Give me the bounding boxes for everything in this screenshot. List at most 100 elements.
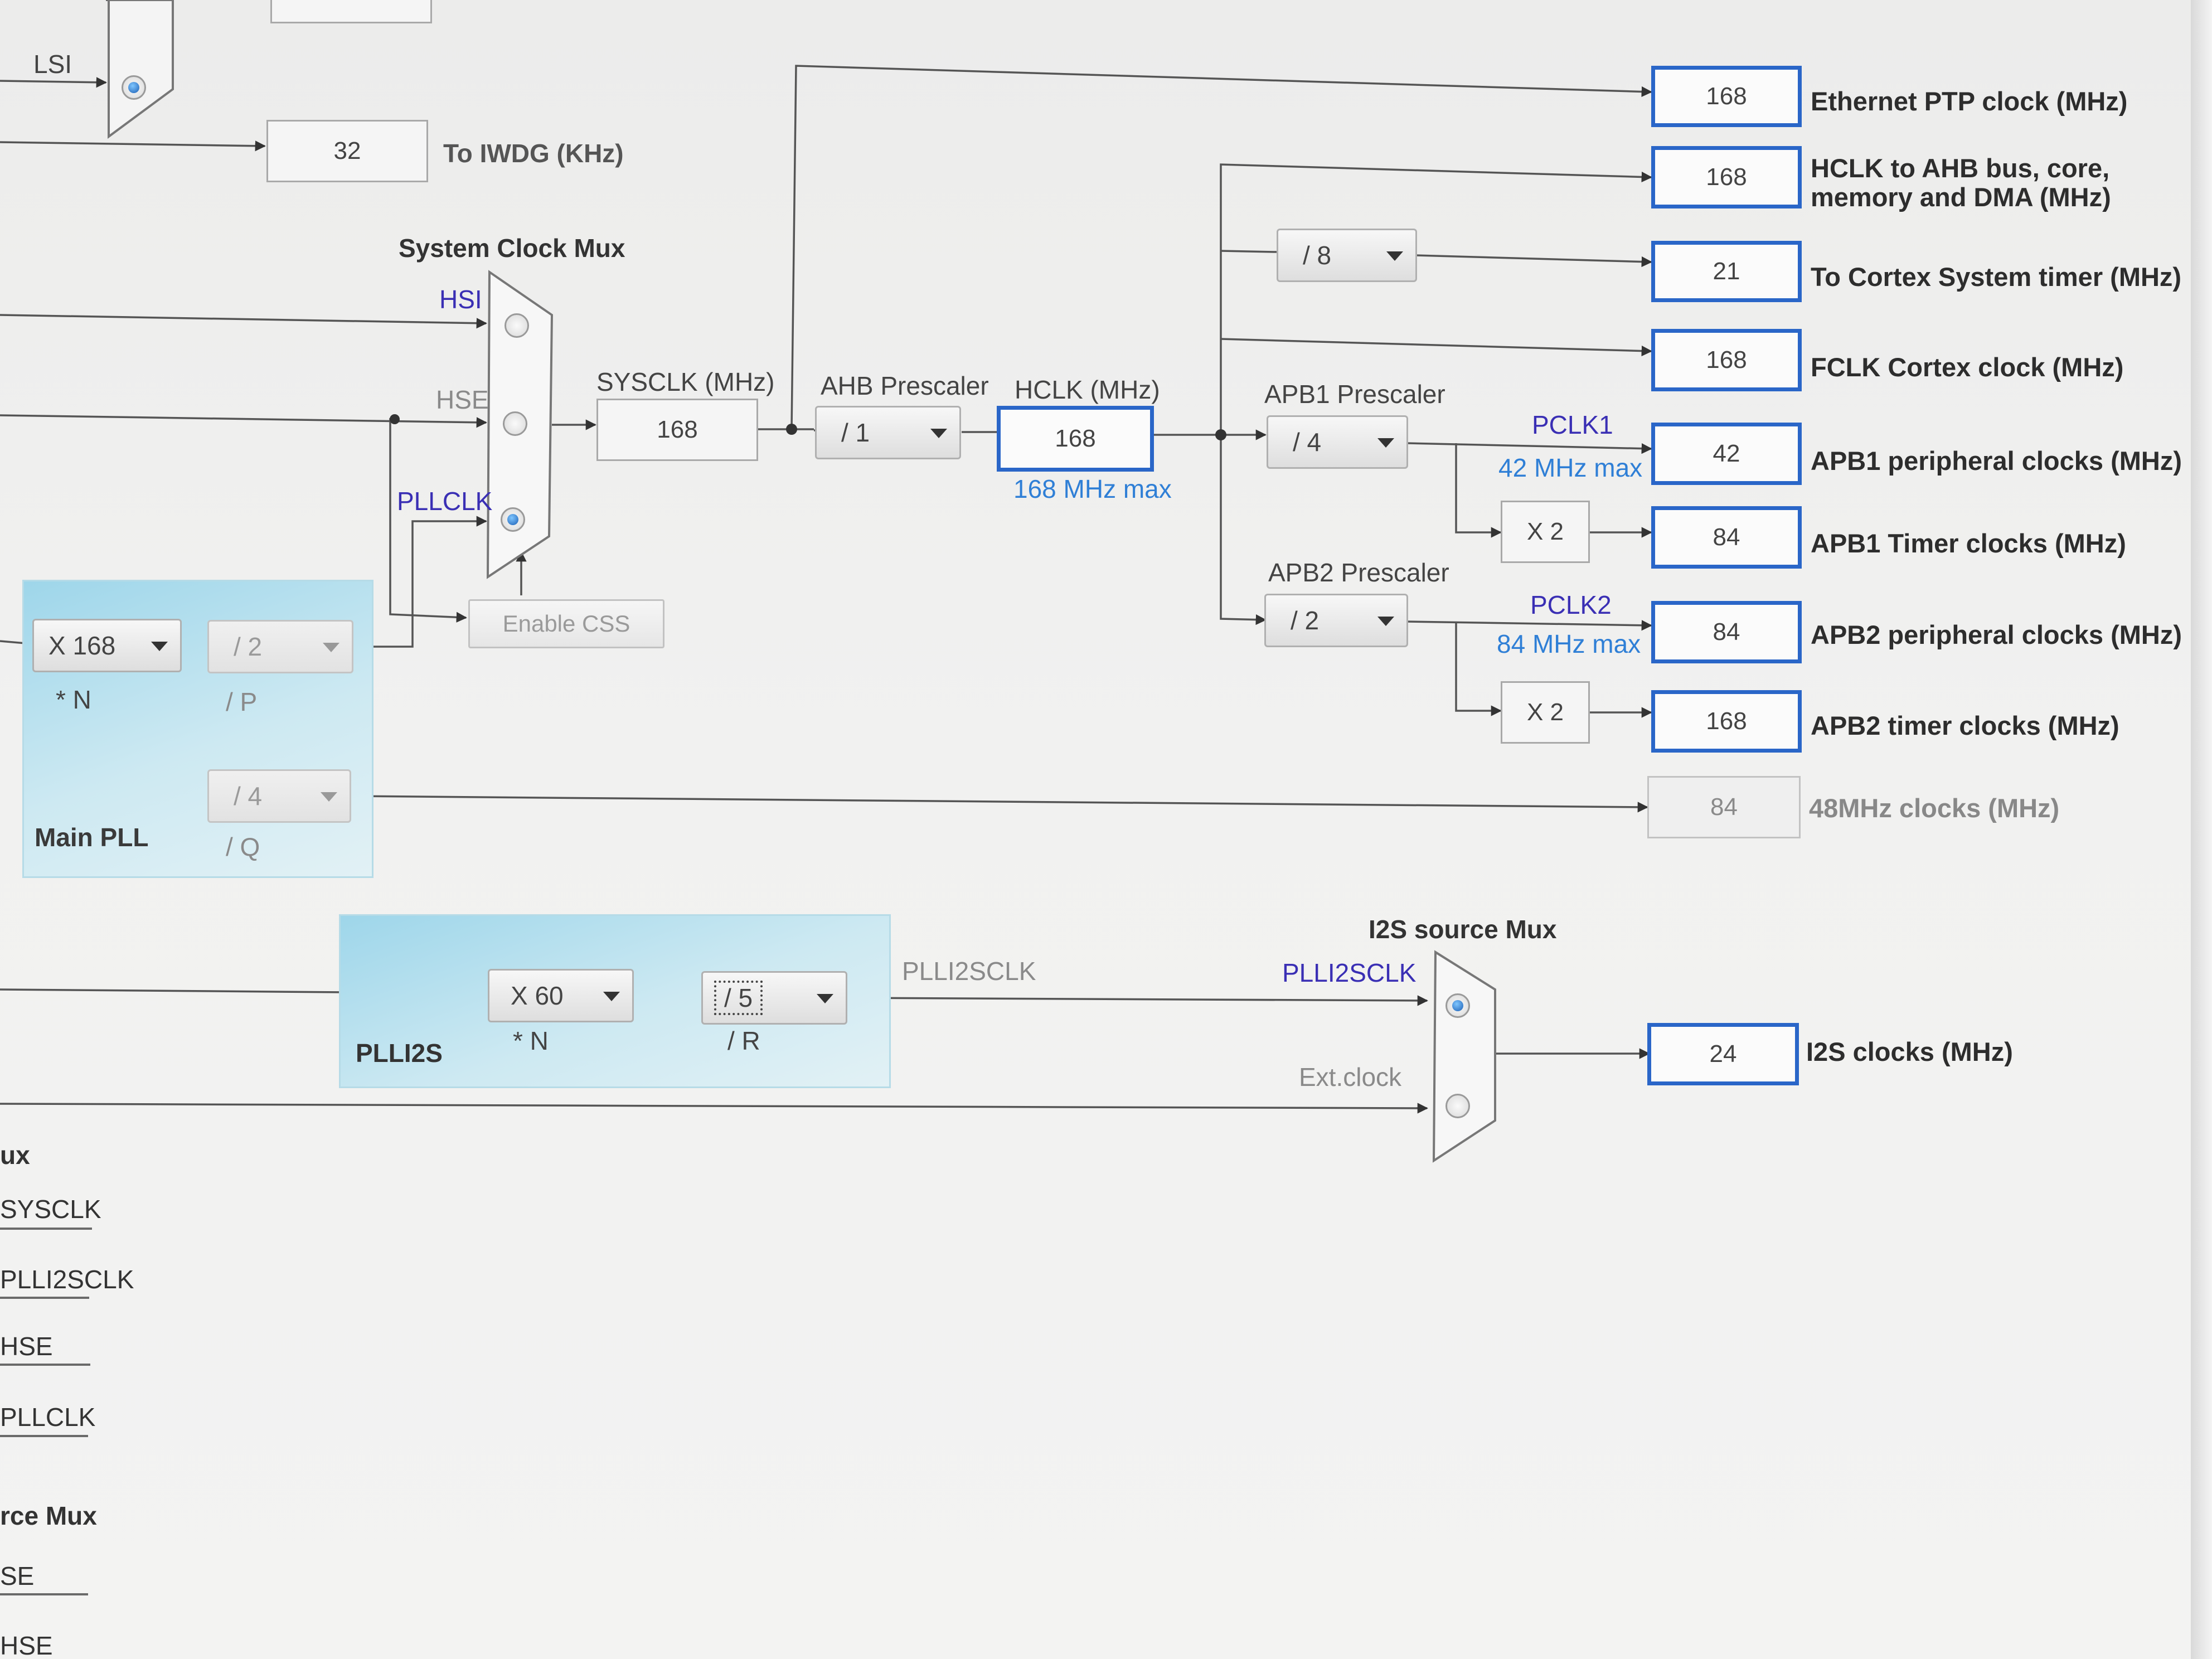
hclk-ahb-label-line2: memory and DMA (MHz)	[1811, 182, 2111, 212]
clk48-label: 48MHz clocks (MHz)	[1809, 793, 2060, 823]
sidebar-item-hse[interactable]: HSE	[0, 1332, 53, 1361]
sidebar-underline	[0, 1364, 90, 1366]
chevron-down-icon	[1377, 438, 1394, 448]
plli2s-n-dropdown[interactable]: X 60	[488, 969, 634, 1022]
pll-q-dropdown[interactable]: / 4	[207, 769, 351, 823]
sidebar-item-pllclk[interactable]: PLLCLK	[0, 1403, 96, 1432]
iwdg-value-box[interactable]: 32	[266, 120, 428, 182]
pll-q-value: / 4	[234, 782, 263, 811]
hclk-ahb-label: HCLK to AHB bus, core,	[1811, 153, 2110, 183]
ethernet-ptp-label: Ethernet PTP clock (MHz)	[1811, 86, 2128, 116]
sidebar-underline	[0, 1297, 89, 1299]
apb1-timer-value[interactable]: 84	[1651, 506, 1802, 569]
chevron-down-icon	[323, 643, 339, 652]
i2s-mux-ext-radio[interactable]	[1445, 1094, 1470, 1118]
enable-css-button[interactable]: Enable CSS	[468, 599, 664, 648]
apb1-timer-label: APB1 Timer clocks (MHz)	[1811, 528, 2126, 558]
apb2-max-label: 84 MHz max	[1497, 629, 1641, 658]
i2s-clock-label: I2S clocks (MHz)	[1806, 1037, 2013, 1066]
chevron-down-icon	[151, 642, 168, 651]
cortex-timer-label: To Cortex System timer (MHz)	[1811, 262, 2182, 292]
ahb-prescaler-label: AHB Prescaler	[821, 371, 989, 400]
lsi-radio[interactable]	[122, 75, 146, 100]
sidebar-item-hse-2[interactable]: HSE	[0, 1631, 53, 1659]
plli2s-r-value: / 5	[714, 981, 763, 1015]
sidebar-underline	[0, 1593, 88, 1595]
chevron-down-icon	[603, 992, 620, 1001]
hclk-ahb-value[interactable]: 168	[1651, 146, 1802, 208]
apb2-timer-value[interactable]: 168	[1651, 690, 1802, 753]
lsi-label: LSI	[33, 50, 72, 79]
sidebar-underline	[0, 1228, 92, 1230]
mux-pllclk-radio[interactable]	[501, 507, 525, 532]
i2s-mux-ext-label: Ext.clock	[1299, 1063, 1402, 1092]
window-right-edge	[2191, 0, 2212, 1659]
fclk-value[interactable]: 168	[1651, 329, 1802, 391]
apb2-peripheral-label: APB2 peripheral clocks (MHz)	[1811, 620, 2182, 649]
sidebar-item-plli2sclk[interactable]: PLLI2SCLK	[0, 1265, 134, 1294]
mux-hse-label: HSE	[436, 385, 489, 414]
fclk-label: FCLK Cortex clock (MHz)	[1811, 352, 2124, 382]
apb1-prescaler-dropdown[interactable]: / 4	[1267, 415, 1408, 469]
sidebar-source-mux-title: rce Mux	[0, 1501, 97, 1530]
chevron-down-icon	[1377, 617, 1394, 626]
mux-pllclk-label: PLLCLK	[397, 487, 493, 516]
sidebar-item-se[interactable]: SE	[0, 1561, 35, 1590]
sidebar-underline	[0, 1435, 88, 1437]
i2s-mux-plli2s-radio[interactable]	[1445, 993, 1470, 1018]
apb2-peripheral-value[interactable]: 84	[1651, 601, 1802, 663]
plli2sclk-wire-label: PLLI2SCLK	[902, 957, 1036, 986]
iwdg-label: To IWDG (KHz)	[443, 139, 624, 168]
apb2-prescaler-value: / 2	[1291, 606, 1320, 635]
i2s-mux-plli2sclk-label: PLLI2SCLK	[1282, 958, 1417, 987]
pll-p-value: / 2	[234, 632, 263, 661]
pll-n-label: * N	[56, 685, 91, 714]
hclk-value-box[interactable]: 168	[997, 406, 1154, 472]
plli2s-r-label: / R	[727, 1026, 760, 1055]
systick-divider-value: / 8	[1303, 241, 1332, 270]
sidebar-mux-title: ux	[0, 1141, 30, 1170]
pll-n-dropdown[interactable]: X 168	[32, 619, 182, 672]
pclk1-label: PCLK1	[1532, 410, 1613, 439]
clk48-value[interactable]: 84	[1647, 776, 1801, 838]
mux-hsi-radio[interactable]	[505, 313, 529, 338]
apb2-timer-multiplier: X 2	[1501, 681, 1590, 744]
apb2-prescaler-dropdown[interactable]: / 2	[1264, 594, 1408, 647]
ahb-prescaler-value: / 1	[841, 418, 870, 447]
mux-hse-radio[interactable]	[503, 411, 527, 436]
sysclk-label: SYSCLK (MHz)	[596, 367, 775, 396]
plli2s-n-label: * N	[513, 1026, 549, 1055]
apb1-prescaler-value: / 4	[1293, 428, 1322, 457]
main-pll-title: Main PLL	[35, 823, 149, 852]
apb1-prescaler-label: APB1 Prescaler	[1264, 380, 1445, 409]
apb1-peripheral-label: APB1 peripheral clocks (MHz)	[1811, 446, 2182, 476]
ahb-prescaler-dropdown[interactable]: / 1	[815, 406, 961, 459]
cortex-timer-value[interactable]: 21	[1651, 241, 1802, 302]
i2s-source-mux-title: I2S source Mux	[1369, 915, 1557, 944]
plli2s-n-value: X 60	[511, 981, 564, 1010]
pll-q-label: / Q	[226, 832, 260, 861]
apb2-prescaler-label: APB2 Prescaler	[1268, 558, 1449, 587]
hclk-label: HCLK (MHz)	[1015, 375, 1160, 404]
system-clock-mux-title: System Clock Mux	[399, 234, 625, 263]
pll-p-dropdown[interactable]: / 2	[207, 620, 353, 673]
pll-p-label: / P	[226, 687, 258, 716]
sysclk-value-box[interactable]: 168	[596, 399, 758, 461]
chevron-down-icon	[817, 994, 833, 1003]
apb1-max-label: 42 MHz max	[1498, 453, 1643, 482]
chevron-down-icon	[930, 429, 947, 438]
pclk2-label: PCLK2	[1530, 590, 1612, 619]
chevron-down-icon	[321, 792, 337, 802]
systick-divider-dropdown[interactable]: / 8	[1277, 229, 1417, 282]
pll-n-value: X 168	[48, 631, 116, 660]
plli2s-r-dropdown[interactable]: / 5	[701, 971, 847, 1025]
apb1-peripheral-value[interactable]: 42	[1651, 423, 1802, 485]
sidebar-item-sysclk[interactable]: SYSCLK	[0, 1195, 101, 1224]
i2s-clock-value[interactable]: 24	[1647, 1023, 1799, 1085]
ethernet-ptp-value[interactable]: 168	[1651, 66, 1802, 127]
plli2s-title: PLLI2S	[356, 1039, 443, 1068]
chevron-down-icon	[1386, 251, 1403, 261]
top-clipped-box	[270, 0, 432, 23]
lsi-mux-shape	[108, 0, 174, 139]
